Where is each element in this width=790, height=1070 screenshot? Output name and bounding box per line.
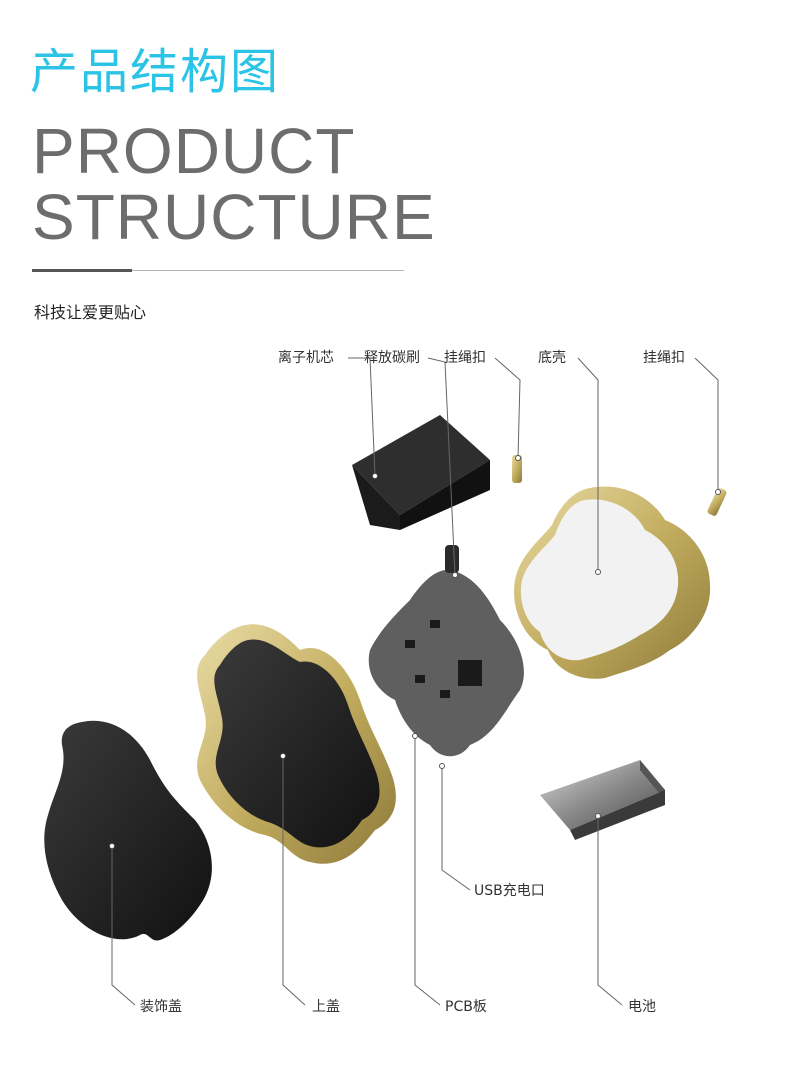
label-bottom-shell: 底壳 <box>538 350 566 366</box>
label-usb-port: USB充电口 <box>474 883 545 899</box>
label-decor-cover: 装饰盖 <box>140 999 182 1015</box>
label-lanyard-buckle-1: 挂绳扣 <box>444 350 486 366</box>
top-cover-part <box>197 624 396 864</box>
lanyard-buckle-part-1 <box>512 455 522 483</box>
bottom-shell-part <box>514 486 711 679</box>
tagline: 科技让爱更贴心 <box>34 303 147 322</box>
label-pcb: PCB板 <box>445 999 487 1015</box>
title-en-line2: STRUCTURE <box>32 181 436 253</box>
lanyard-buckle-part-2 <box>707 488 727 516</box>
label-release-brush: 释放碳刷 <box>364 350 420 366</box>
decor-cover-part <box>44 720 212 941</box>
divider-line <box>32 270 404 271</box>
divider-accent <box>32 269 132 272</box>
label-top-cover: 上盖 <box>312 999 340 1015</box>
pcb-part <box>368 545 524 757</box>
page-title-cn: 产品结构图 <box>30 44 281 100</box>
leader-dots <box>109 455 721 849</box>
ion-core-part <box>352 415 490 530</box>
label-battery: 电池 <box>628 999 656 1015</box>
label-lanyard-buckle-2: 挂绳扣 <box>643 350 685 366</box>
title-en-line1: PRODUCT <box>32 115 356 187</box>
leader-lines <box>111 357 719 1006</box>
battery-part <box>540 760 665 840</box>
page-title-en: PRODUCT STRUCTURE <box>32 118 436 250</box>
label-ion-core: 离子机芯 <box>278 350 334 366</box>
